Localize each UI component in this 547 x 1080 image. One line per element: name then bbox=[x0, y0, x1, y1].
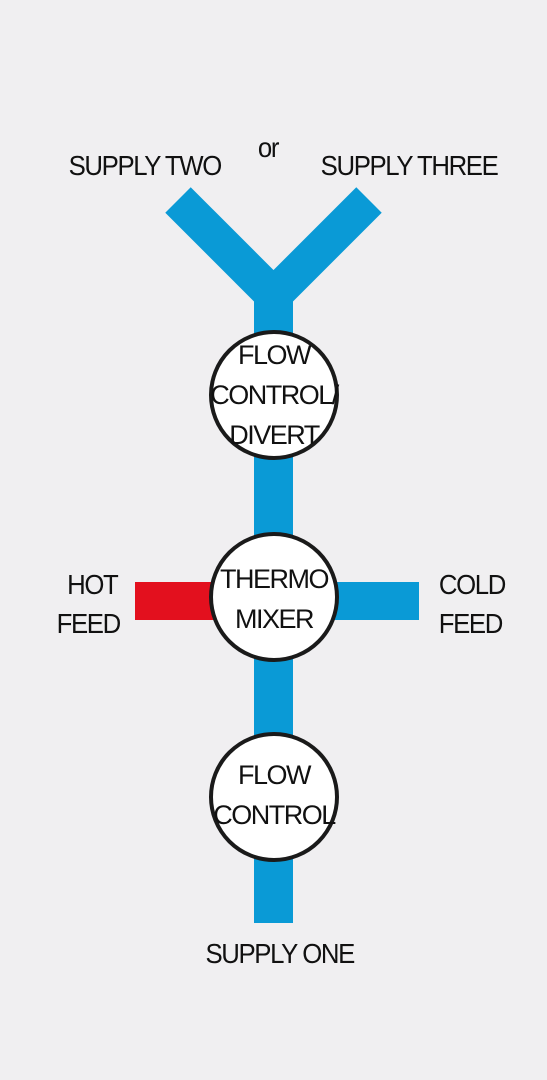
label-cold-feed-line1: COLD bbox=[438, 569, 506, 600]
label-supply-one: SUPPLY ONE bbox=[205, 938, 355, 969]
node-flow-control-divert-line2: CONTROL/ bbox=[210, 380, 339, 410]
node-flow-control-divert-label: FLOW CONTROL/ DIVERT bbox=[210, 335, 339, 455]
node-flow-control-label: FLOW CONTROL bbox=[211, 756, 337, 834]
node-thermo-mixer-label: THERMO MIXER bbox=[211, 560, 337, 638]
label-hot-feed-line2: FEED bbox=[56, 608, 122, 639]
node-thermo-mixer-line2: MIXER bbox=[234, 604, 315, 634]
label-supply-two: SUPPLY TWO bbox=[68, 150, 223, 181]
node-flow-control-line2: CONTROL bbox=[213, 800, 336, 830]
node-flow-control-divert bbox=[209, 330, 339, 460]
label-or: or bbox=[257, 132, 280, 163]
label-supply-three: SUPPLY THREE bbox=[320, 150, 499, 181]
label-hot-feed-line1: HOT bbox=[67, 569, 119, 600]
node-thermo-mixer bbox=[209, 532, 339, 662]
pipe-cold-feed bbox=[325, 582, 419, 620]
node-flow-control-line1: FLOW bbox=[238, 760, 312, 790]
node-flow-control-divert-line3: DIVERT bbox=[229, 420, 320, 450]
node-flow-control-divert-line1: FLOW bbox=[238, 340, 312, 370]
node-flow-control bbox=[209, 732, 339, 862]
node-thermo-mixer-line1: THERMO bbox=[220, 564, 330, 594]
label-cold-feed-line2: FEED bbox=[438, 608, 504, 639]
